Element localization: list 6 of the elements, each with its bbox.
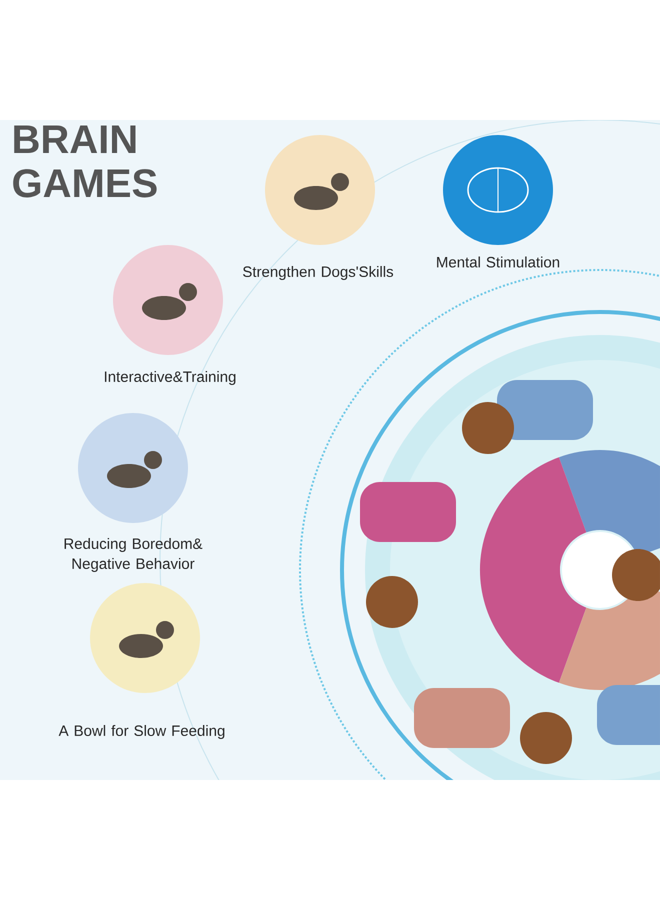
node-label: A Bowl for Slow Feeding	[58, 725, 224, 739]
node-label: Mental Stimulation	[437, 256, 560, 268]
title: BRAIN GAMES	[13, 126, 157, 198]
node-label: Reducing Boredom& Negative Behavior	[64, 538, 202, 572]
node-label: Strengthen Dogs'Skills	[243, 266, 394, 280]
node-label: Interactive&Training	[104, 371, 236, 385]
